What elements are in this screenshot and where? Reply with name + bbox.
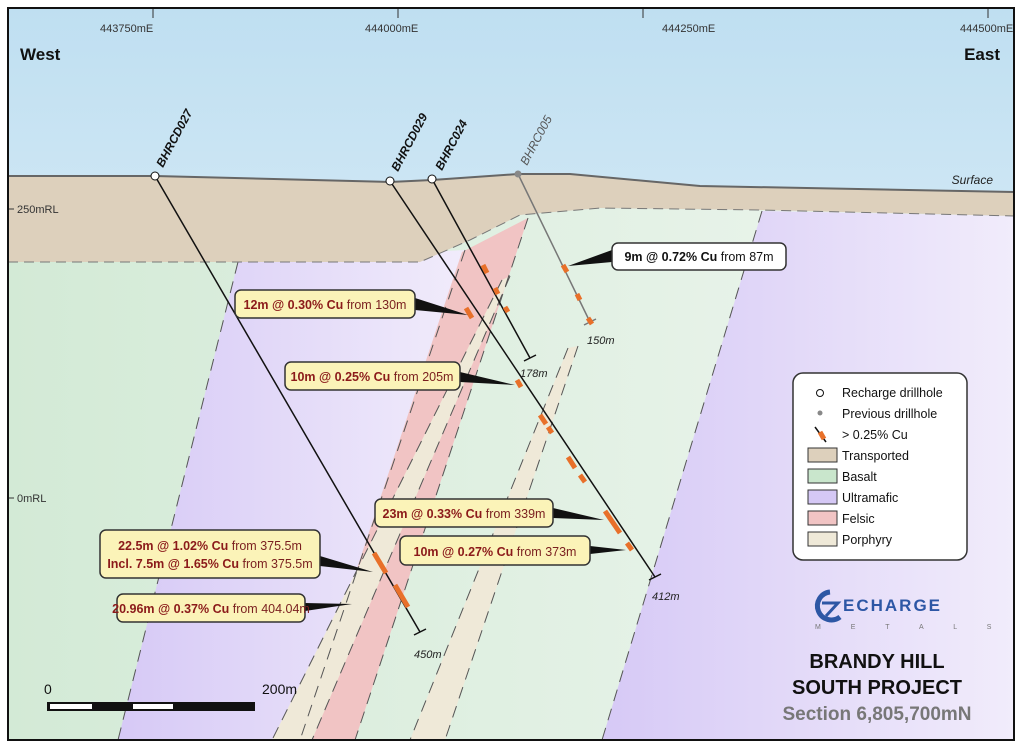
legend: Recharge drillhole Previous drillhole > … bbox=[792, 372, 968, 561]
surface-line bbox=[8, 173, 1014, 193]
svg-text:23m @ 0.33% Cu from 339m: 23m @ 0.33% Cu from 339m bbox=[383, 507, 546, 521]
svg-text:Porphyry: Porphyry bbox=[842, 533, 893, 547]
project-title-line1: BRANDY HILL bbox=[809, 651, 944, 673]
svg-text:Felsic: Felsic bbox=[842, 512, 875, 526]
scale-end: 200m bbox=[262, 681, 297, 697]
svg-text:22.5m @ 1.02% Cu from 375.5m: 22.5m @ 1.02% Cu from 375.5m bbox=[118, 539, 302, 553]
svg-text:> 0.25% Cu: > 0.25% Cu bbox=[842, 428, 908, 442]
svg-text:ECHARGE: ECHARGE bbox=[843, 596, 942, 615]
rl-label: 0mRL bbox=[17, 493, 46, 505]
unit-transported bbox=[8, 174, 1014, 262]
svg-text:Recharge drillhole: Recharge drillhole bbox=[842, 386, 943, 400]
recharge-collar-icon bbox=[427, 174, 437, 184]
easting-axis: 443750mE 444000mE 444250mE 444500mE bbox=[100, 8, 1013, 35]
svg-text:Incl. 7.5m @ 1.65% Cu from 375: Incl. 7.5m @ 1.65% Cu from 375.5m bbox=[107, 557, 312, 571]
scale-bar: 0 200m bbox=[44, 681, 297, 711]
drillhole-depth: 412m bbox=[652, 591, 680, 603]
west-label: West bbox=[20, 45, 61, 64]
surface-label: Surface bbox=[952, 173, 994, 187]
svg-text:10m @ 0.25% Cu from 205m: 10m @ 0.25% Cu from 205m bbox=[291, 370, 454, 384]
svg-text:Ultramafic: Ultramafic bbox=[842, 491, 898, 505]
svg-text:Previous drillhole: Previous drillhole bbox=[842, 407, 937, 421]
svg-text:Basalt: Basalt bbox=[842, 470, 877, 484]
easting-label: 444000mE bbox=[365, 23, 418, 35]
project-title-line2: SOUTH PROJECT bbox=[792, 677, 962, 699]
svg-text:10m @ 0.27% Cu from 373m: 10m @ 0.27% Cu from 373m bbox=[414, 545, 577, 559]
svg-text:20.96m @ 0.37% Cu from 404.04m: 20.96m @ 0.37% Cu from 404.04m bbox=[112, 602, 310, 616]
callout-12m: 12m @ 0.30% Cu from 130m bbox=[234, 289, 468, 319]
frame bbox=[7, 7, 1015, 741]
easting-label: 444500mE bbox=[960, 23, 1013, 35]
callout-10m-373: 10m @ 0.27% Cu from 373m bbox=[399, 535, 626, 566]
svg-text:9m @ 0.72% Cu from 87m: 9m @ 0.72% Cu from 87m bbox=[624, 250, 773, 264]
previous-collar-icon bbox=[514, 170, 522, 178]
easting-label: 444250mE bbox=[662, 23, 715, 35]
drillhole-depth: 178m bbox=[520, 368, 548, 380]
svg-text:12m @ 0.30% Cu from 130m: 12m @ 0.30% Cu from 130m bbox=[244, 298, 407, 312]
recharge-collar-icon bbox=[385, 176, 395, 186]
previous-drillhole-icon bbox=[817, 410, 823, 416]
svg-text:M E T A L S: M E T A L S bbox=[815, 624, 1005, 631]
callout-20-96m: 20.96m @ 0.37% Cu from 404.04m bbox=[112, 593, 352, 623]
recharge-metals-logo: ECHARGE M E T A L S bbox=[814, 589, 1005, 631]
recharge-drillhole-icon bbox=[816, 389, 824, 397]
callout-9m: 9m @ 0.72% Cu from 87m bbox=[568, 242, 787, 271]
section-label: Section 6,805,700mN bbox=[782, 704, 971, 725]
drillhole-depth: 150m bbox=[587, 335, 615, 347]
easting-label: 443750mE bbox=[100, 23, 153, 35]
callout-10m-205: 10m @ 0.25% Cu from 205m bbox=[284, 361, 515, 391]
east-label: East bbox=[964, 45, 1000, 64]
callout-22-5m: 22.5m @ 1.02% Cu from 375.5m Incl. 7.5m … bbox=[99, 529, 373, 579]
intercept-icon bbox=[814, 426, 827, 443]
svg-text:Transported: Transported bbox=[842, 449, 909, 463]
cu-intercepts bbox=[371, 263, 635, 609]
scale-start: 0 bbox=[44, 681, 52, 697]
callout-23m: 23m @ 0.33% Cu from 339m bbox=[374, 498, 604, 528]
drillhole-depth: 450m bbox=[414, 649, 442, 661]
rl-label: 250mRL bbox=[17, 204, 59, 216]
recharge-collar-icon bbox=[150, 171, 160, 181]
